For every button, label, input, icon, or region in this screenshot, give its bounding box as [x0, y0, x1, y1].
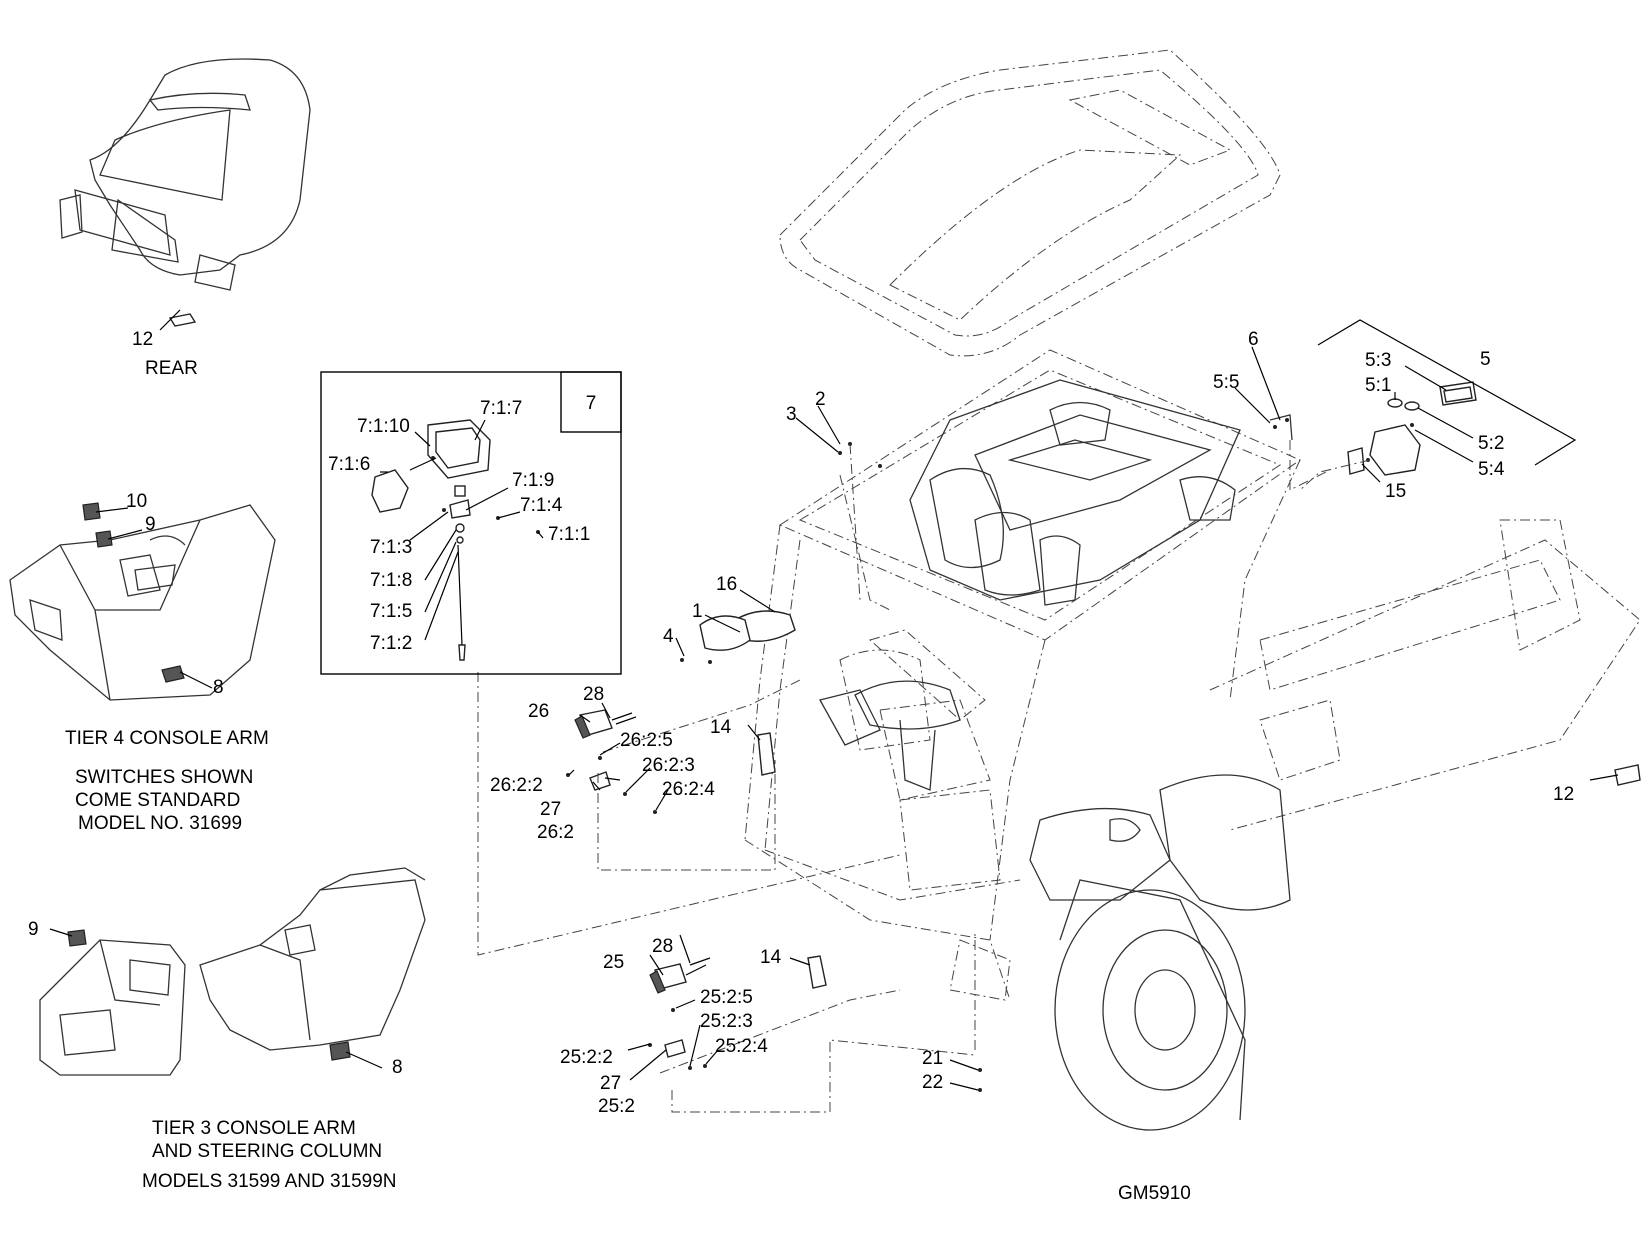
callout-5-3: 5:3	[1365, 350, 1391, 371]
callout-12-right: 12	[1553, 784, 1574, 805]
canopy-drawing	[779, 49, 1281, 357]
callout-25-2-4: 25:2:4	[715, 1036, 768, 1057]
callout-5-1: 5:1	[1365, 375, 1391, 396]
callout-7-1-7: 7:1:7	[480, 398, 522, 419]
callout-8-tier4: 8	[213, 677, 224, 698]
rear-view-drawing	[59, 58, 311, 327]
callout-26-2-5: 26:2:5	[620, 730, 673, 751]
callout-5-2: 5:2	[1478, 433, 1504, 454]
hardware-parts	[371, 381, 1641, 1092]
caption-tier3-line2: AND STEERING COLUMN	[152, 1141, 382, 1162]
callout-8-tier3: 8	[392, 1057, 403, 1078]
callout-25: 25	[603, 952, 624, 973]
callout-2: 2	[815, 389, 826, 410]
callout-7-1-1: 7:1:1	[548, 524, 590, 545]
caption-tier4-title: TIER 4 CONSOLE ARM	[65, 728, 269, 749]
callout-28-upper: 28	[583, 684, 604, 705]
callout-14-upper: 14	[710, 717, 732, 738]
cab-frame-drawing	[744, 349, 1641, 1131]
caption-tier4-line2: SWITCHES SHOWN	[75, 767, 253, 788]
callout-labels: 12 10 9 8 9 8 7:1:10 7:1:7 7:1:6 7:1:9 7…	[28, 329, 1574, 1117]
callout-26-2-4: 26:2:4	[662, 779, 715, 800]
callout-7-1-5: 7:1:5	[370, 601, 412, 622]
tier3-console-drawing	[39, 867, 426, 1076]
callout-10: 10	[126, 491, 147, 512]
callout-5-5: 5:5	[1213, 372, 1239, 393]
tier4-console-drawing	[9, 502, 276, 701]
callout-25-2: 25:2	[598, 1096, 635, 1117]
callout-5-4: 5:4	[1478, 459, 1505, 480]
inset-number: 7	[586, 393, 597, 414]
callout-7-1-10: 7:1:10	[357, 416, 410, 437]
callout-26: 26	[528, 701, 549, 722]
callout-27-lower: 27	[600, 1073, 621, 1094]
caption-tier4-line4: MODEL NO. 31699	[78, 813, 242, 834]
callout-22: 22	[922, 1072, 943, 1093]
leader-lines	[49, 309, 1619, 1091]
callout-26-2: 26:2	[537, 822, 574, 843]
callout-7-1-4: 7:1:4	[520, 495, 563, 516]
caption-tier4-line3: COME STANDARD	[75, 790, 240, 811]
callout-14-lower: 14	[760, 947, 782, 968]
inset-box-7: 7	[320, 371, 622, 675]
callout-28-lower: 28	[652, 936, 673, 957]
callout-7-1-6: 7:1:6	[328, 454, 370, 475]
callout-5: 5	[1480, 349, 1491, 370]
assembly-lines	[477, 440, 1371, 1113]
callout-7-1-9: 7:1:9	[512, 470, 554, 491]
callout-6: 6	[1248, 329, 1259, 350]
callout-26-2-2: 26:2:2	[490, 775, 543, 796]
callout-9-tier3: 9	[28, 919, 39, 940]
callout-1: 1	[692, 601, 703, 622]
callout-26-2-3: 26:2:3	[642, 755, 695, 776]
drawing-id: GM5910	[1118, 1183, 1191, 1204]
callout-25-2-3: 25:2:3	[700, 1011, 753, 1032]
caption-tier3-title: TIER 3 CONSOLE ARM	[152, 1118, 356, 1139]
caption-rear: REAR	[145, 358, 198, 379]
callout-27-upper: 27	[540, 799, 561, 820]
callout-16: 16	[716, 574, 737, 595]
callout-4: 4	[663, 626, 674, 647]
callout-21: 21	[922, 1048, 943, 1069]
callout-25-2-5: 25:2:5	[700, 987, 753, 1008]
callout-3: 3	[786, 404, 797, 425]
captions: REAR TIER 4 CONSOLE ARM SWITCHES SHOWN C…	[65, 358, 1191, 1204]
callout-25-2-2: 25:2:2	[560, 1047, 613, 1068]
callout-12-rear: 12	[132, 329, 153, 350]
group-bracket-5	[1317, 319, 1577, 466]
callout-7-1-8: 7:1:8	[370, 570, 412, 591]
caption-tier3-line3: MODELS 31599 AND 31599N	[142, 1171, 397, 1192]
callout-9-tier4: 9	[145, 514, 156, 535]
callout-15: 15	[1385, 481, 1406, 502]
callout-7-1-2: 7:1:2	[370, 633, 412, 654]
callout-7-1-3: 7:1:3	[370, 537, 412, 558]
